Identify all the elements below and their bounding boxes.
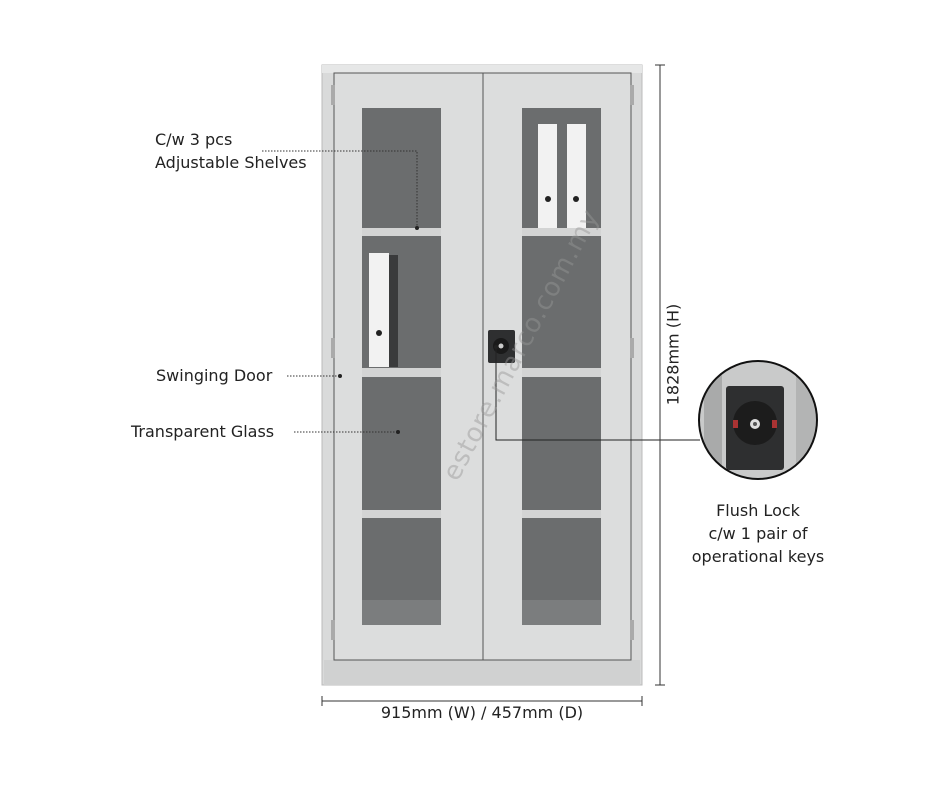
height-label: 1828mm (H): [663, 303, 683, 406]
right-glass-window: [522, 108, 601, 625]
shelves-label-line2: Adjustable Shelves: [155, 153, 307, 172]
left-glass-window: [362, 108, 441, 625]
shelves-leader: [262, 150, 418, 228]
binder: [567, 124, 586, 228]
glass-label: Transparent Glass: [131, 422, 275, 441]
lock-label-line3: operational keys: [691, 547, 825, 566]
lock-leader: [495, 347, 700, 441]
binder: [369, 253, 389, 367]
lock-label-line1: Flush Lock: [716, 501, 800, 520]
binder: [538, 124, 557, 228]
lock-closeup: [698, 360, 818, 480]
door-label: Swinging Door: [156, 366, 273, 385]
width-depth-label: 915mm (W) / 457mm (D): [380, 703, 584, 722]
flush-lock: [488, 330, 515, 363]
height-dimension: [655, 64, 665, 686]
cabinet-base: [324, 660, 640, 685]
lock-label-line2: c/w 1 pair of: [708, 524, 808, 543]
shelves-label-line1: C/w 3 pcs: [155, 130, 233, 149]
width-dimension: [321, 696, 643, 706]
cabinet-top: [322, 65, 642, 73]
